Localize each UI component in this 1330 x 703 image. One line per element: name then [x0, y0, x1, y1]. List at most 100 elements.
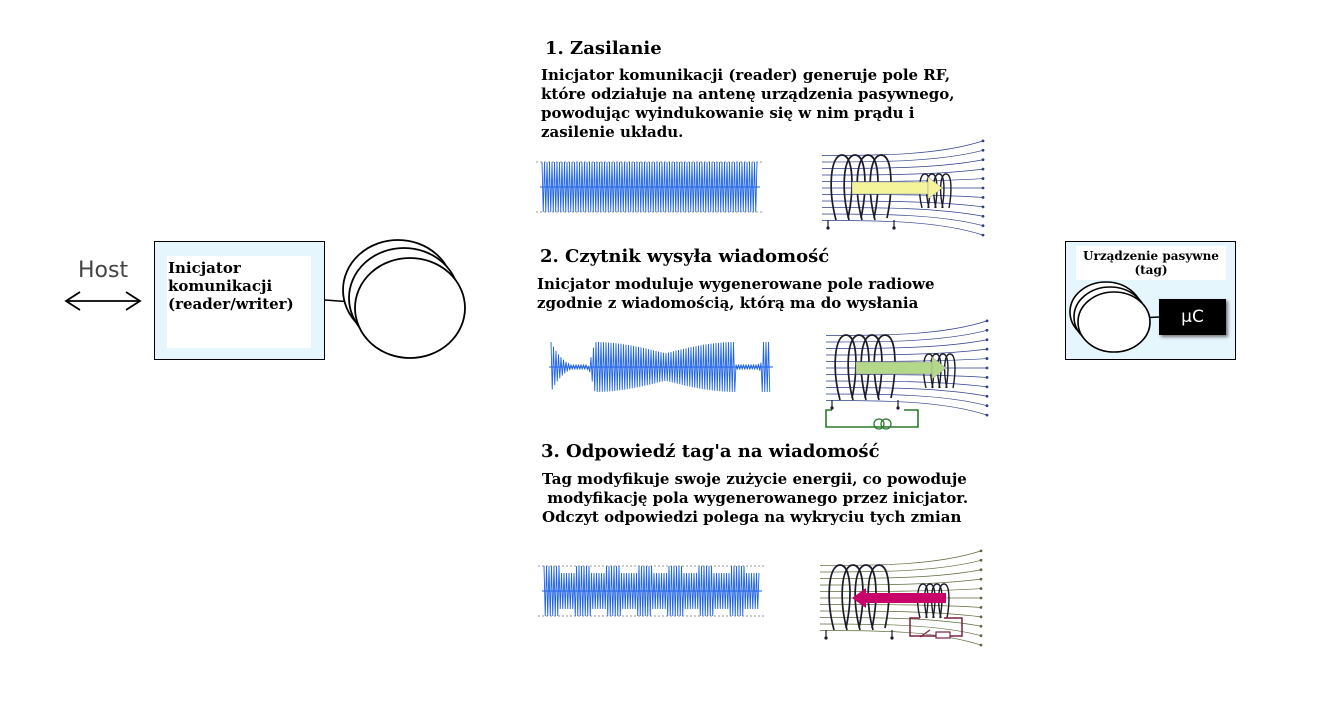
wave-signal: [543, 565, 760, 617]
field-line-end: [985, 319, 989, 323]
waveform-send: [549, 341, 773, 393]
field-diagram-send: [825, 319, 989, 430]
field-line-end: [981, 205, 985, 209]
field-line: [819, 604, 982, 608]
field-line: [821, 159, 984, 169]
field-line-end: [985, 413, 989, 417]
field-line: [821, 194, 984, 198]
waveform-power: [536, 161, 764, 213]
field-line-end: [979, 577, 983, 581]
field-line-end: [985, 357, 989, 360]
field-line-end: [981, 148, 985, 152]
field-line-end: [985, 404, 989, 408]
field-line: [825, 380, 988, 388]
field-line-end: [981, 139, 985, 143]
field-line-end: [981, 158, 985, 162]
field-line: [825, 387, 988, 397]
field-line: [825, 329, 988, 343]
tag-coil-loop: [943, 353, 956, 389]
field-line: [821, 207, 984, 217]
field-line-end: [981, 233, 985, 237]
field-line-end: [985, 338, 989, 342]
resistor-icon: [935, 631, 951, 639]
field-arrow-head: [927, 176, 943, 200]
field-line-end: [979, 624, 983, 628]
load-switch: [919, 629, 931, 638]
field-line: [821, 168, 984, 176]
tag-title: Urządzenie pasywne (tag): [1083, 249, 1219, 277]
field-line-end: [979, 596, 983, 600]
field-arrow-body: [855, 361, 933, 375]
field-line-end: [979, 643, 983, 647]
field-line-end: [981, 224, 985, 228]
coil-terminal: [830, 406, 834, 410]
field-line-end: [981, 214, 985, 218]
step-3-title: 3. Odpowiedź tag'a na wiadomość: [541, 441, 880, 462]
field-arrow-body: [866, 593, 946, 603]
field-line: [821, 149, 984, 163]
field-line-end: [981, 177, 985, 180]
field-arrow-head: [852, 588, 866, 608]
host-label: Host: [78, 258, 129, 283]
step-1-title: 1. Zasilanie: [545, 38, 662, 59]
field-line: [819, 550, 982, 566]
field-line-end: [985, 366, 989, 370]
field-line: [821, 200, 984, 208]
field-line: [819, 578, 982, 586]
field-line: [819, 630, 982, 646]
coil-terminal: [890, 636, 894, 640]
field-line-end: [979, 615, 983, 619]
field-line: [821, 213, 984, 227]
step-2-title: 2. Czytnik wysyła wiadomość: [540, 246, 830, 267]
field-line: [821, 140, 984, 156]
waveform-reply: [538, 565, 766, 617]
field-line: [825, 339, 988, 349]
field-diagram-reply: [819, 549, 983, 647]
field-line: [825, 400, 988, 416]
step-2-text: Inicjator moduluje wygenerowane pole rad…: [537, 275, 935, 312]
field-diagram-power: [821, 139, 985, 237]
wave-signal: [541, 161, 758, 213]
tag-coil-loop: [923, 583, 936, 619]
switch-icon: [873, 418, 885, 430]
field-line-end: [979, 587, 983, 590]
field-line-end: [981, 196, 985, 199]
field-line-end: [981, 167, 985, 171]
field-line: [819, 569, 982, 579]
field-arrow-body: [851, 181, 929, 195]
tag-coil-loop: [916, 583, 929, 619]
modulation-circuit: [825, 409, 919, 428]
field-line-end: [985, 376, 989, 379]
coil-loop: [828, 564, 851, 631]
coil-terminal: [826, 226, 830, 230]
field-line: [825, 374, 988, 378]
switch-icon: [880, 418, 892, 430]
coil-loop: [830, 154, 853, 221]
field-line-end: [985, 347, 989, 351]
tag-antenna-icon: [1069, 281, 1161, 353]
coil-loop: [834, 334, 857, 401]
field-line: [825, 320, 988, 336]
field-line: [819, 610, 982, 618]
field-line-end: [979, 634, 983, 638]
field-line-end: [979, 568, 983, 572]
tag-box: Urządzenie pasywne (tag) μC: [1065, 241, 1236, 360]
field-line: [819, 623, 982, 637]
step-3-text: Tag modyfikuje swoje zużycie energii, co…: [542, 470, 969, 526]
field-line: [819, 617, 982, 627]
field-line: [825, 358, 988, 362]
field-arrow-head: [931, 356, 947, 380]
field-line-end: [979, 606, 983, 609]
field-line: [819, 559, 982, 573]
field-line: [825, 348, 988, 356]
field-line: [825, 393, 988, 407]
reader-antenna-icon: [324, 239, 466, 359]
reader-box: Inicjator komunikacji (reader/writer): [154, 241, 325, 360]
field-line-end: [985, 385, 989, 389]
field-line: [819, 588, 982, 592]
tag-coil-loop: [939, 173, 952, 209]
field-line-end: [985, 328, 989, 332]
step-1-text: Inicjator komunikacji (reader) generuje …: [541, 66, 955, 141]
coil-terminal: [892, 226, 896, 230]
tag-coil-loop: [937, 583, 950, 619]
